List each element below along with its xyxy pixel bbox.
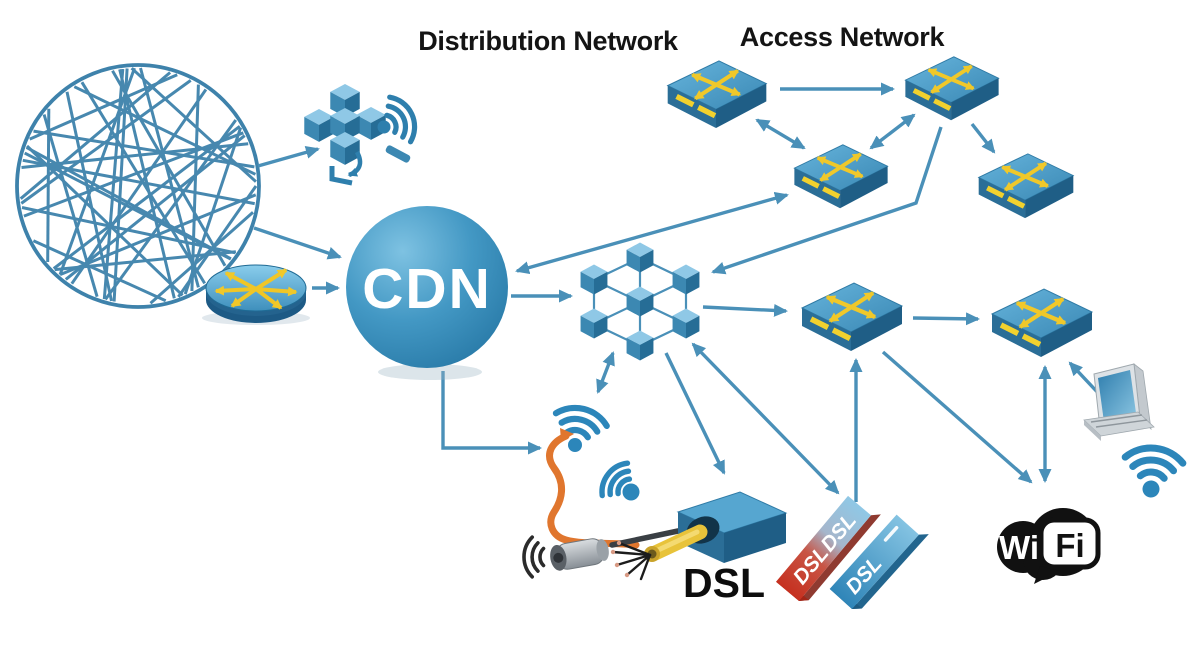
access-network-label: Access Network [740, 22, 946, 52]
wifi-logo: Wi Fi [997, 508, 1101, 584]
cache-wifi-icon [377, 94, 418, 163]
wireless-transmitter-icon [522, 528, 681, 579]
globe-mesh-line [111, 70, 227, 267]
internet-globe-icon [15, 63, 261, 309]
globe-mesh-line [104, 119, 238, 301]
connection-arrows [253, 82, 1103, 502]
globe-mesh-line [190, 84, 200, 292]
distribution-network-label: Distribution Network [418, 26, 679, 56]
globe-mesh-line [112, 68, 129, 302]
arrow-cdn-to-antenna [441, 371, 542, 455]
globe-mesh-line [149, 211, 254, 305]
cdn-label: CDN [362, 257, 492, 321]
dsl-caption: DSL [683, 560, 765, 606]
wifi-logo-fi: Fi [1055, 527, 1084, 564]
globe-mesh-line [65, 91, 113, 302]
edge-cache-icon [304, 84, 418, 186]
arrow-switchB-to-mesh [711, 126, 943, 275]
fiber-strands [611, 541, 652, 581]
arrow-globe-to-cache [257, 146, 320, 168]
switch-access-right [979, 154, 1074, 218]
cdn-sphere [346, 206, 508, 368]
wifi-small-icon [599, 460, 640, 501]
switch-lower-right [992, 289, 1092, 357]
distribution-mesh-node [580, 242, 700, 361]
globe-mesh-line [32, 239, 167, 303]
dsl-modem-icon [610, 491, 788, 581]
router-arrows [214, 268, 298, 310]
switch-lower-left [802, 283, 902, 351]
arrow-switchC-switchB [869, 113, 916, 150]
cache-bracket [329, 166, 353, 186]
globe-outline [15, 63, 261, 309]
arrow-switchE-to-switchF [912, 312, 980, 326]
dark-cable [609, 528, 681, 548]
arrow-switchE-to-wifi [881, 350, 1033, 484]
arrow-switchB-to-switchD [970, 122, 996, 154]
cdn-node: CDN [346, 206, 508, 380]
arrow-mesh-antenna [596, 351, 615, 394]
globe-mesh-line [58, 67, 136, 276]
globe-mesh-line [33, 129, 255, 169]
wifi-signal-icon [1121, 444, 1187, 498]
router-icon [202, 264, 310, 325]
arrow-globe-to-cdn [253, 226, 342, 260]
arrow-mesh-to-switchE [702, 303, 788, 317]
arrow-switchA-switchC [755, 118, 806, 150]
globe-mesh-line [22, 158, 255, 206]
cable-hook [560, 428, 574, 441]
globe-mesh-line [19, 71, 172, 200]
arrow-mesh-to-modem [664, 352, 726, 475]
arrow-cdn-switchC [515, 191, 789, 275]
globe-mesh-line [52, 125, 241, 270]
globe-mesh-line [42, 114, 99, 298]
globe-mesh-line [70, 88, 208, 285]
globe-mesh-line [80, 81, 206, 285]
switch-access-top [905, 57, 998, 120]
sound-waves [522, 535, 546, 579]
switch-distribution-top [668, 61, 767, 128]
globe-mesh-line [73, 85, 257, 176]
wifi-logo-wi: Wi [999, 529, 1039, 566]
globe-mesh-line [139, 67, 200, 288]
cache-bent-arrow [347, 150, 363, 178]
laptop-icon [1083, 363, 1155, 441]
switch-distribution-mid [794, 145, 887, 208]
arrow-mesh-dsl-strips [691, 342, 840, 495]
dsl-strip-red: DSL DSL [776, 495, 881, 601]
